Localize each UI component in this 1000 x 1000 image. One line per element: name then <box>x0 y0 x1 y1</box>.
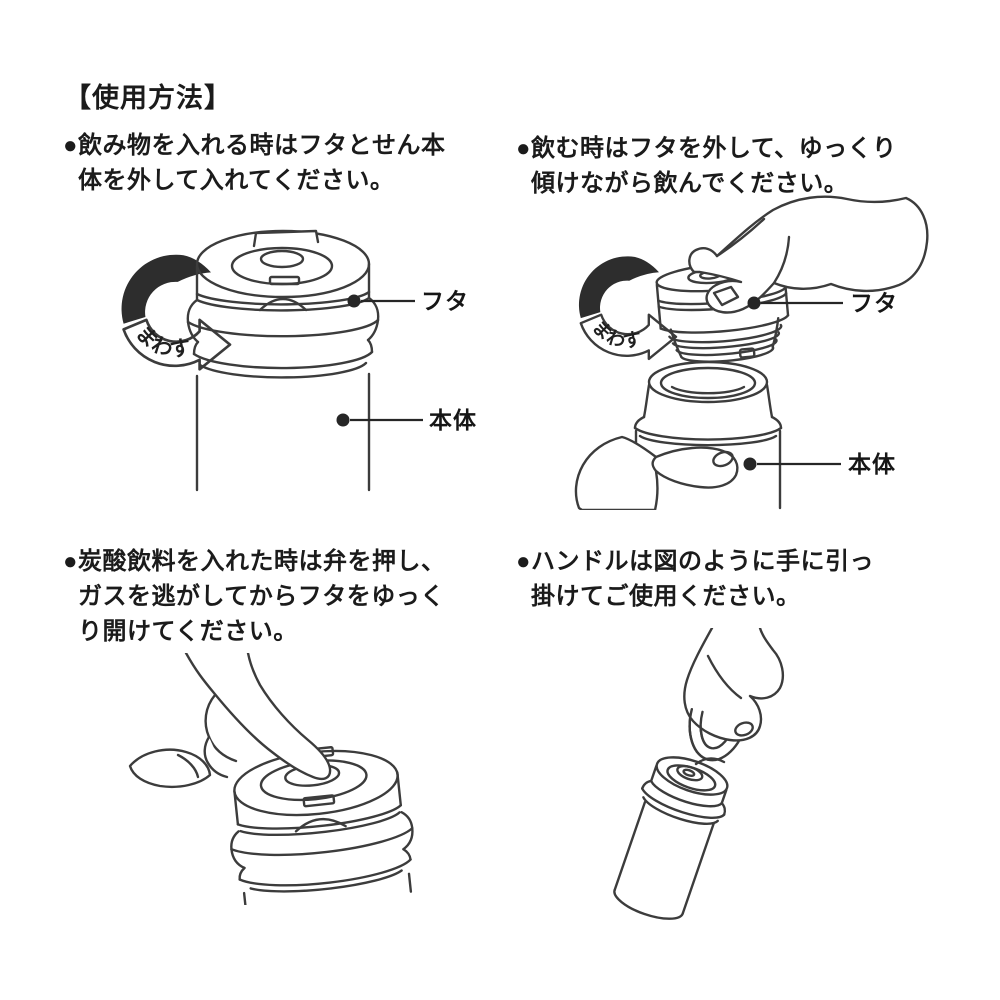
instruction-filling: ● 飲み物を入れる時はフタとせん本 体を外して入れてください。 <box>63 128 446 198</box>
hand-drawing <box>128 653 332 789</box>
instruction-carbonated: ● 炭酸飲料を入れた時は弁を押し、 ガスを逃がしてからフタをゆっく り開けてくだ… <box>63 544 446 649</box>
callout-body: 本体 <box>743 451 896 477</box>
label-body: 本体 <box>429 407 477 433</box>
instruction-line: 体を外して入れてください。 <box>78 167 395 194</box>
thumbnail <box>712 285 740 307</box>
callout-lid: フタ <box>347 288 469 314</box>
illustration-handle <box>613 628 784 920</box>
callout-dot <box>743 457 757 471</box>
fingernail <box>734 721 754 737</box>
bottle-drawing <box>186 229 380 492</box>
hand-drawing <box>688 195 929 314</box>
instruction-line: 炭酸飲料を入れた時は弁を押し、 <box>78 548 446 575</box>
instruction-line: ハンドルは図のように手に引っ <box>531 548 874 575</box>
callout-dot <box>336 413 350 427</box>
bullet-icon: ● <box>63 548 78 575</box>
illustration-filling: まわす フタ <box>120 229 477 492</box>
instruction-line: 飲み物を入れる時はフタとせん本 <box>78 132 446 159</box>
instruction-line: り開けてください。 <box>78 618 298 645</box>
bullet-icon: ● <box>63 132 78 159</box>
bullet-icon: ● <box>516 548 531 575</box>
instruction-line: 掛けてご使用ください。 <box>531 583 801 610</box>
illustration-drinking: まわす <box>574 195 929 510</box>
thumbnail <box>712 450 734 468</box>
callout-body: 本体 <box>336 407 477 433</box>
ring-handle-front <box>688 708 713 761</box>
bullet-icon: ● <box>516 135 531 162</box>
page-title: 【使用方法】 <box>64 83 232 113</box>
handle-mount <box>694 757 726 766</box>
label-body: 本体 <box>848 451 896 477</box>
instruction-line: 飲む時はフタを外して、ゆっくり <box>531 135 897 162</box>
rotate-arrow-icon: まわす <box>120 253 232 371</box>
label-lid: フタ <box>850 290 898 316</box>
bottle-drawing <box>633 360 783 510</box>
callout-lid: フタ <box>747 290 898 316</box>
callout-dot <box>347 294 361 308</box>
instruction-line: ガスを逃がしてからフタをゆっく <box>78 583 445 610</box>
callout-dot <box>747 296 761 310</box>
instruction-line: 傾けながら飲んでください。 <box>531 170 849 197</box>
instruction-handle: ● ハンドルは図のように手に引っ 掛けてご使用ください。 <box>516 544 874 614</box>
instruction-drinking: ● 飲む時はフタを外して、ゆっくり 傾けながら飲んでください。 <box>516 131 897 201</box>
label-lid: フタ <box>421 288 469 314</box>
bottle-drawing <box>613 756 729 920</box>
hand-drawing <box>574 435 739 510</box>
illustration-carbonated <box>128 653 414 905</box>
hand-drawing <box>683 628 784 742</box>
